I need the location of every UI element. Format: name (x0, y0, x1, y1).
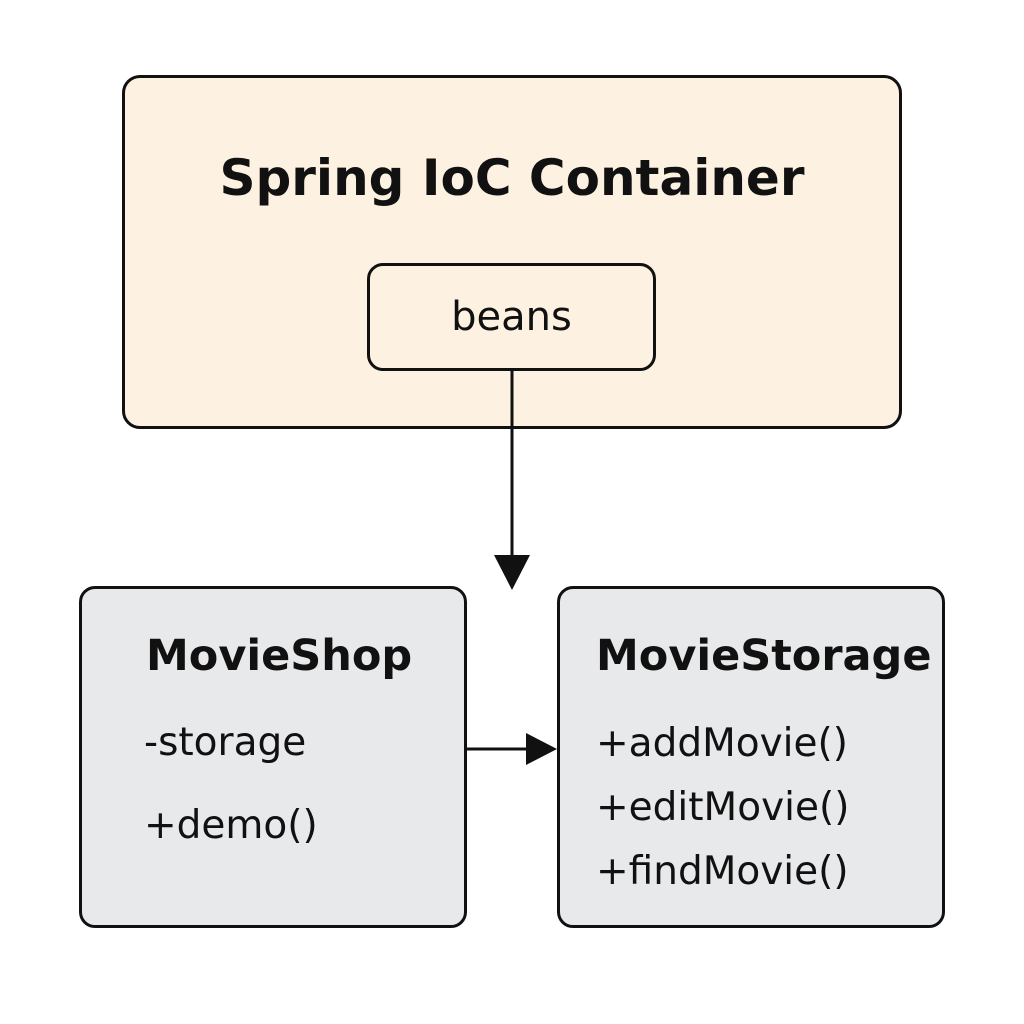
beans-to-classes-arrowhead (494, 555, 530, 590)
movieshop-method-demo: +demo() (144, 803, 318, 848)
movieshop-field-storage: -storage (144, 720, 307, 765)
moviestorage-class-box: MovieStorage +addMovie() +editMovie() +f… (557, 586, 945, 928)
container-title: Spring IoC Container (219, 149, 805, 207)
beans-node: beans (367, 263, 656, 371)
moviestorage-class-name: MovieStorage (596, 631, 932, 681)
moviestorage-method-addmovie: +addMovie() (596, 721, 848, 766)
movieshop-class-name: MovieShop (146, 631, 413, 681)
moviestorage-method-editmovie: +editMovie() (596, 785, 850, 830)
beans-label: beans (451, 294, 572, 340)
shop-to-storage-arrowhead (526, 733, 557, 765)
movieshop-class-box: MovieShop -storage +demo() (79, 586, 467, 928)
moviestorage-method-findmovie: +findMovie() (596, 849, 849, 894)
